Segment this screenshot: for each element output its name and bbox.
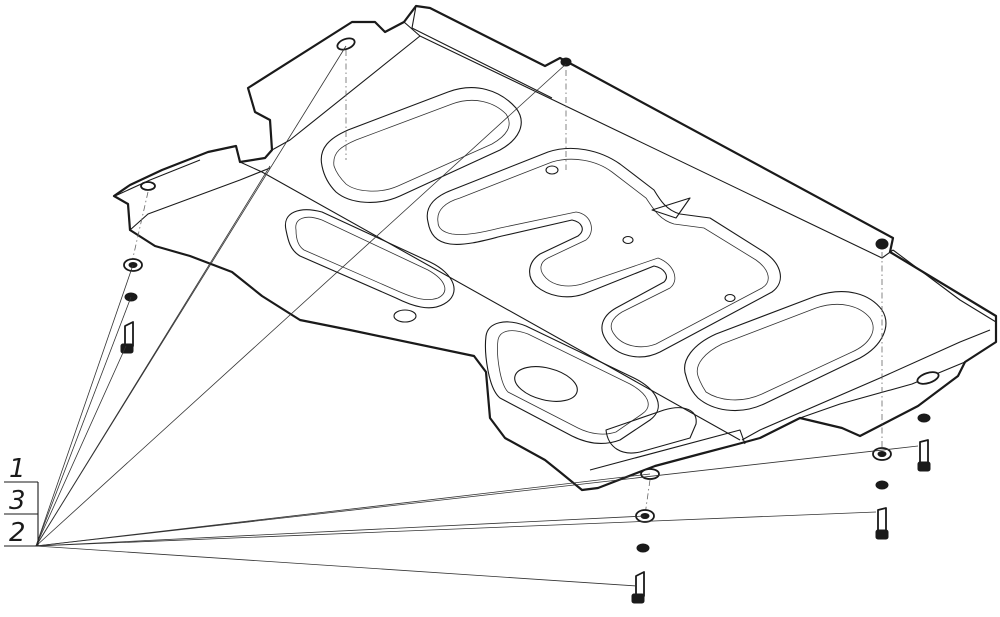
right-fold-line-2 xyxy=(741,329,991,441)
front-fold-line-2 xyxy=(129,167,271,231)
callout-stack: 1 3 2 xyxy=(4,454,39,548)
drain-pad xyxy=(605,407,697,454)
leader-lines xyxy=(35,45,919,587)
top-flange-line xyxy=(403,21,894,259)
hole-small-left xyxy=(393,309,417,323)
bolt-head-icon xyxy=(120,343,134,354)
bottom-tab-line xyxy=(589,429,746,471)
mount-hole-left xyxy=(140,181,156,191)
left-fold-line xyxy=(271,35,421,151)
hardware-set-bottom xyxy=(631,509,655,604)
bolt-head-icon xyxy=(917,461,931,472)
callout-label-2: 2 xyxy=(9,518,26,548)
hardware-set-far-right xyxy=(917,413,931,472)
relief-slot-4 xyxy=(684,291,887,411)
relief-slot-3 xyxy=(485,321,659,445)
spring-washer-icon xyxy=(636,543,650,553)
mount-hole-top-right xyxy=(560,57,572,67)
mount-slot-right xyxy=(916,371,940,385)
left-tab-inner xyxy=(114,159,201,197)
spring-washer-icon xyxy=(875,480,889,490)
top-flange-line-2 xyxy=(411,5,553,99)
relief-slot-center xyxy=(426,147,781,358)
washer-inner-icon xyxy=(877,451,887,457)
spring-washer-icon xyxy=(917,413,931,423)
relief-slot-1 xyxy=(320,87,522,203)
relief-slot-2 xyxy=(284,209,455,309)
arrow-mark xyxy=(651,197,691,219)
mount-hole-right xyxy=(875,238,889,250)
callout-label-3: 3 xyxy=(9,486,26,516)
hole-center-3 xyxy=(724,293,736,303)
hardware-set-left xyxy=(120,258,143,354)
plate-outline xyxy=(112,4,998,492)
bolt-head-icon xyxy=(875,529,889,540)
skid-plate xyxy=(112,4,998,492)
callout-label-1: 1 xyxy=(9,454,26,484)
hole-center-1 xyxy=(545,165,559,175)
right-fold-line xyxy=(892,249,997,323)
hole-center-2 xyxy=(622,235,634,245)
bolt-head-icon xyxy=(631,593,645,604)
service-hole-large xyxy=(514,366,578,402)
mount-hole-top-left xyxy=(336,37,356,51)
hardware-set-right xyxy=(872,447,892,540)
front-fold-line xyxy=(239,161,741,441)
